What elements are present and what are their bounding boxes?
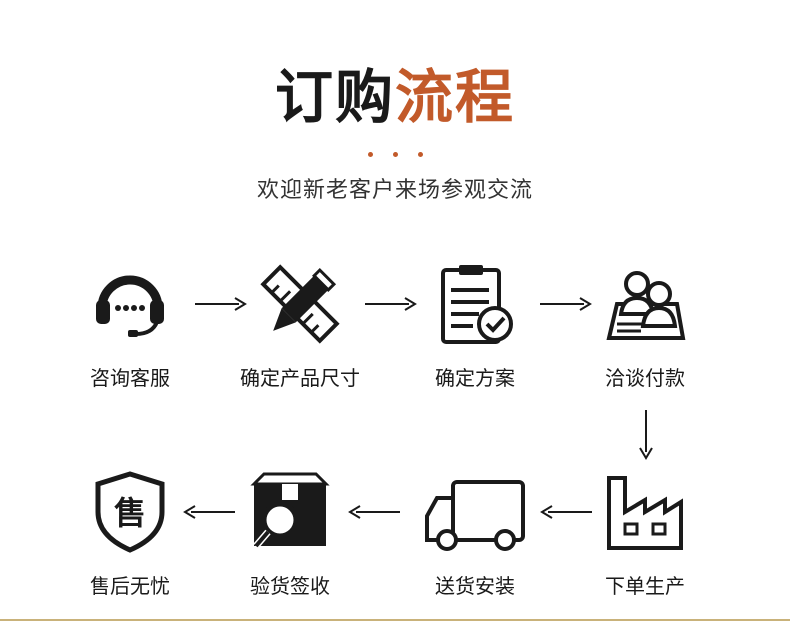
step-label: 确定产品尺寸 [240,366,360,390]
step-label: 咨询客服 [90,366,170,390]
step-label: 售后无忧 [90,574,170,598]
title-part-accent: 流程 [395,63,516,131]
dot [367,152,373,157]
people-meeting-icon [603,262,687,346]
dot [417,152,423,157]
subtitle: 欢迎新老客户来场参观交流 [256,178,533,203]
step-confirm-size: 确定产品尺寸 [225,262,375,391]
step-label: 确定方案 [435,366,515,390]
factory-icon [603,470,687,554]
arrow-right-icon [365,296,417,312]
step-delivery-install: 送货安装 [400,470,550,599]
step-confirm-plan: 确定方案 [400,262,550,391]
step-label: 下单生产 [605,574,685,598]
after-sales-shield-icon: 售 [88,470,172,554]
step-inspect-sign: 验货签收 [215,470,365,599]
arrow-left-icon [540,504,592,520]
title-part-dark: 订购 [274,63,395,131]
clipboard-check-icon [433,262,517,346]
box-inspect-icon [248,470,332,554]
step-after-sales: 售 售后无忧 [55,470,205,599]
delivery-truck-icon [423,470,527,554]
step-consult: 咨询客服 [55,262,205,391]
step-label: 送货安装 [435,574,515,598]
step-production: 下单生产 [570,470,720,599]
headset-icon [88,262,172,346]
after-sales-badge-text: 售 [114,494,146,532]
arrow-right-icon [195,296,247,312]
dot [392,152,398,157]
arrow-down-icon [638,410,654,460]
bottom-divider [0,619,790,621]
page-title: 订购流程 [0,62,790,132]
arrow-left-icon [348,504,400,520]
arrow-left-icon [183,504,235,520]
arrow-right-icon [540,296,592,312]
pencil-ruler-icon [258,262,342,346]
step-negotiate-payment: 洽谈付款 [570,262,720,391]
step-label: 洽谈付款 [605,366,685,390]
step-label: 验货签收 [250,574,330,598]
title-dots [0,142,790,161]
